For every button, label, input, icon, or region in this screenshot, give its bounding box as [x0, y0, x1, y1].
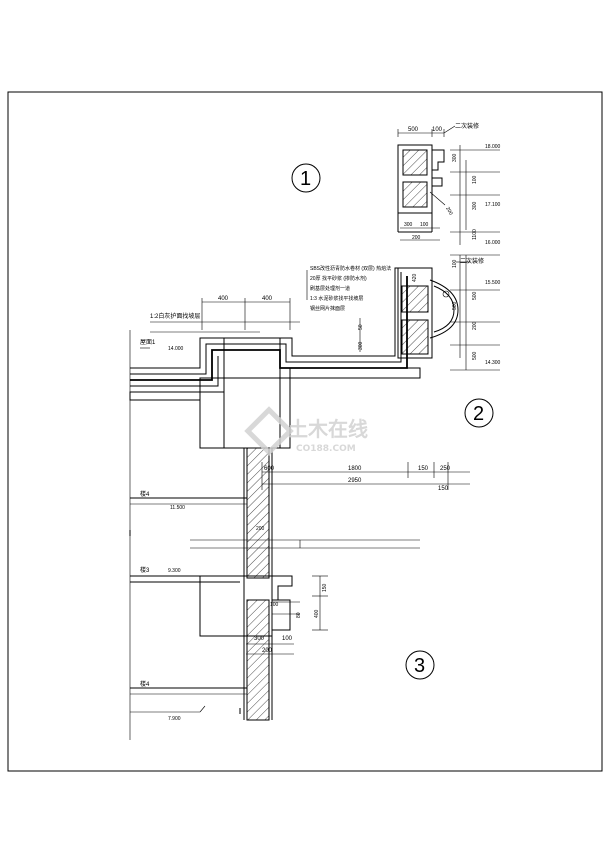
dim-b-80: 80 — [296, 612, 302, 618]
dim-top-300a: 300 — [452, 153, 458, 162]
dim-250: 250 — [440, 466, 451, 472]
drawing-frame — [7, 91, 603, 772]
dim-p-400a: 400 — [218, 296, 229, 302]
dim-150: 150 — [418, 466, 429, 472]
dim-p-300: 300 — [358, 341, 364, 350]
dim-2950: 2950 — [348, 478, 362, 484]
dim-r-100: 100 — [452, 259, 458, 268]
callout-1: 1 — [291, 163, 321, 193]
secondary-finish-mid: 二次装修 — [460, 257, 484, 265]
dim-mid-100: 100 — [420, 222, 429, 228]
floor-lines — [129, 330, 420, 740]
floor4-label: 楼4 — [140, 490, 150, 498]
dim-top-1100: 1100 — [472, 229, 478, 240]
callout-1-number: 1 — [300, 168, 311, 190]
note-line-5: 钢丝网片抹面层 — [310, 305, 345, 312]
dim-mid-200: 200 — [412, 235, 421, 241]
wall-column — [239, 447, 273, 721]
dim-b-100b: 100 — [282, 636, 293, 642]
note-line-2: 20厚 找平砂浆 (掺防水剂) — [310, 275, 367, 282]
callout-3: 3 — [405, 650, 435, 680]
dim-b-200: 200 — [262, 648, 273, 654]
dim-w-600: 600 — [264, 466, 275, 472]
dim-r-500b: 500 — [472, 351, 478, 360]
dim-top-300b: 300 — [472, 201, 478, 210]
watermark-main: 土木在线 — [288, 417, 368, 441]
elev-14-right: 14.300 — [485, 360, 501, 366]
roof-label: 屋面1 — [140, 339, 156, 346]
dim-top-100b: 100 — [472, 175, 478, 184]
dim-150b: 150 — [438, 486, 449, 492]
dim-top-500: 500 — [408, 127, 419, 133]
elev-16: 16.000 — [485, 240, 501, 246]
dim-s-200: 200 — [444, 206, 453, 216]
dim-b-300: 300 — [254, 636, 265, 642]
elev-14-left: 14.000 — [168, 346, 184, 352]
callout-2: 2 — [464, 398, 494, 428]
dim-b-400: 400 — [314, 609, 320, 618]
callout-3-number: 3 — [414, 655, 425, 677]
elev-15: 15.500 — [485, 280, 501, 286]
floor3-label: 楼3 — [140, 566, 150, 574]
dim-r-500: 500 — [472, 291, 478, 300]
dim-r-500c: 500 — [452, 301, 458, 310]
elev-7: 7.900 — [168, 716, 181, 722]
dim-1800: 1800 — [348, 466, 362, 472]
upper-eave-detail — [397, 125, 500, 371]
note-line-4: 1:3 水泥砂浆找平找坡层 — [310, 295, 363, 302]
dim-r-200: 200 — [472, 321, 478, 330]
dim-b-100: 100 — [270, 602, 279, 608]
elev-9: 9.300 — [168, 568, 181, 574]
note-line-3: 刷基层处理剂一道 — [310, 285, 350, 292]
dim-p-400b: 400 — [262, 296, 273, 302]
dim-top-100: 100 — [432, 127, 443, 133]
dim-r-420: 420 — [412, 273, 418, 282]
watermark-logo-icon — [244, 406, 294, 456]
elev-17: 17.100 — [485, 202, 501, 208]
dim-w-200: 200 — [256, 526, 265, 532]
elev-18: 18.000 — [485, 144, 501, 150]
labels: 二次装修 二次装修 1:2白灰护面找坡层 屋面1 楼4 楼3 楼4 SBS改性沥… — [140, 122, 501, 722]
floor1-label: 楼4 — [140, 680, 150, 688]
dim-b-150: 150 — [322, 583, 328, 592]
roof-section — [129, 267, 421, 449]
parapet-plaster-label: 1:2白灰护面找坡层 — [150, 312, 200, 320]
watermark-sub: CO188.COM — [296, 444, 356, 454]
note-line-1: SBS改性沥青防水卷材 (双层) 热熔法 — [310, 265, 391, 272]
dim-mid-300: 300 — [404, 222, 413, 228]
dim-p-50: 50 — [358, 324, 364, 330]
watermark: 土木在线 CO188.COM — [244, 406, 368, 456]
callout-2-number: 2 — [473, 403, 484, 425]
elev-11: 11.500 — [170, 505, 185, 511]
secondary-finish-top: 二次装修 — [455, 122, 479, 130]
